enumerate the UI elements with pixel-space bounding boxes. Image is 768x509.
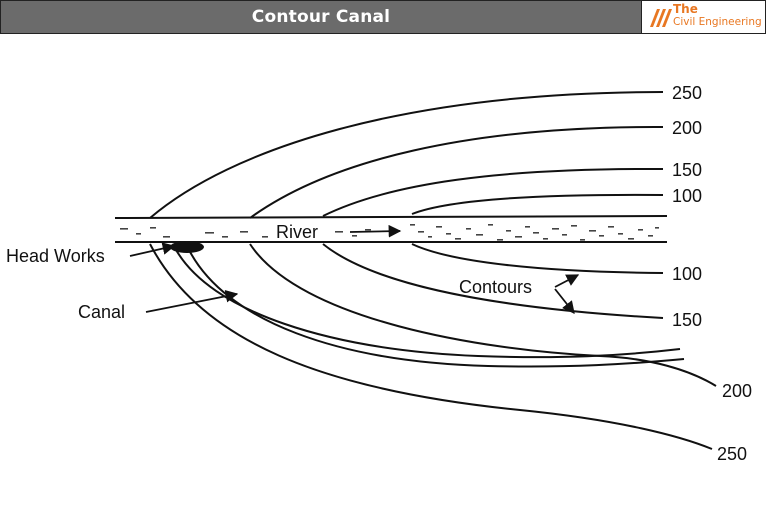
- contour-value-upper-200: 200: [672, 118, 702, 138]
- river-bank-top: [114, 215, 668, 219]
- river-stipple: [120, 224, 659, 241]
- header-bar: Contour Canal The Civil Engineering: [0, 0, 766, 34]
- logo-stripes-icon: [650, 9, 672, 27]
- contour-canal-diagram: River Head Works Canal Contours 250 200 …: [6, 83, 752, 464]
- contour-value-upper-150: 150: [672, 160, 702, 180]
- contour-lower-250: [149, 243, 713, 450]
- contour-upper-250: [149, 91, 664, 219]
- canal-label: Canal: [78, 302, 125, 322]
- contours-arrow-upper: [554, 274, 580, 288]
- river-label-bg: [270, 222, 332, 241]
- canal-arrow: [145, 290, 239, 313]
- contour-value-lower-250: 250: [717, 444, 747, 464]
- contour-upper-150: [322, 167, 664, 217]
- page-title: Contour Canal: [251, 7, 391, 27]
- contour-value-upper-250: 250: [672, 83, 702, 103]
- contours-arrow-lower: [554, 288, 575, 314]
- contour-upper-100: [411, 193, 664, 215]
- river-arrow: [349, 224, 402, 238]
- contour-value-lower-200: 200: [722, 381, 752, 401]
- head-works-marker: [170, 241, 204, 253]
- head-works-label: Head Works: [6, 246, 105, 266]
- contour-lower-100: [411, 243, 664, 274]
- contour-value-lower-100: 100: [672, 264, 702, 284]
- contour-value-lower-150: 150: [672, 310, 702, 330]
- logo-text-name: Civil Engineering: [673, 16, 762, 28]
- contour-lower-150: [322, 243, 664, 319]
- contour-lower-200: [249, 243, 717, 387]
- canal-line-outer: [174, 247, 681, 359]
- contour-upper-200: [249, 125, 664, 219]
- brand-logo: The Civil Engineering: [641, 1, 765, 33]
- contour-value-upper-100: 100: [672, 186, 702, 206]
- contours-label: Contours: [459, 277, 532, 297]
- head-works-arrow: [129, 242, 176, 257]
- river-label: River: [276, 222, 318, 242]
- logo-text-the: The: [673, 2, 698, 16]
